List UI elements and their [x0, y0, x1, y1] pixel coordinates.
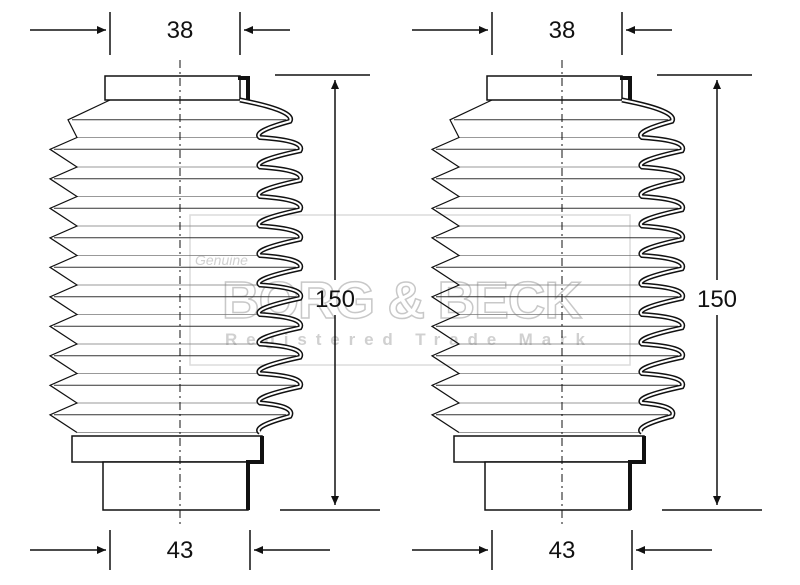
watermark-script: Genuine — [195, 252, 248, 268]
top-cap — [486, 75, 623, 101]
top-arrow-right-head — [244, 26, 253, 34]
top-arrow-left-head — [479, 26, 488, 34]
dimensions-left: 38 43 150 — [30, 12, 380, 570]
bellows-left-profile — [430, 99, 493, 434]
bellows-right-profile — [621, 97, 686, 435]
bottom-arrow-right-head — [636, 546, 645, 554]
length-arrow-down-head — [713, 496, 721, 505]
length-arrow-down-head — [331, 496, 339, 505]
bottom-collar — [71, 435, 263, 463]
bellows-right-profile-inner — [239, 99, 302, 434]
length-label: 150 — [697, 286, 737, 313]
bottom-arrow-left-head — [479, 546, 488, 554]
top-arrow-left-head — [97, 26, 106, 34]
bottom-edge — [246, 436, 264, 510]
bottom-tube — [484, 461, 631, 511]
bellows-right-profile-inner — [621, 99, 684, 434]
bottom-arrow-right-head — [254, 546, 263, 554]
top-diameter-label: 38 — [549, 17, 576, 44]
brand-watermark: Genuine BORG & BECK Registered Trade Mar… — [189, 214, 631, 366]
bottom-edge — [628, 436, 646, 510]
length-label: 150 — [315, 286, 355, 313]
bottom-tube — [102, 461, 249, 511]
bellows-left-profile — [48, 99, 111, 434]
top-diameter-label: 38 — [167, 17, 194, 44]
length-arrow-up-head — [713, 80, 721, 89]
dimensions-right: 38 43 150 — [412, 12, 762, 570]
length-arrow-up-head — [331, 80, 339, 89]
watermark-brand: BORG & BECK — [222, 272, 582, 330]
boot-left — [48, 60, 304, 525]
top-arrow-right-head — [626, 26, 635, 34]
bottom-collar — [453, 435, 645, 463]
boot-right — [430, 60, 686, 525]
bottom-diameter-label: 43 — [167, 537, 194, 564]
bottom-arrow-left-head — [97, 546, 106, 554]
bottom-diameter-label: 43 — [549, 537, 576, 564]
top-cap-edge — [620, 76, 632, 100]
top-cap — [104, 75, 241, 101]
top-cap-edge — [238, 76, 250, 100]
bellows-right-profile — [239, 97, 304, 435]
